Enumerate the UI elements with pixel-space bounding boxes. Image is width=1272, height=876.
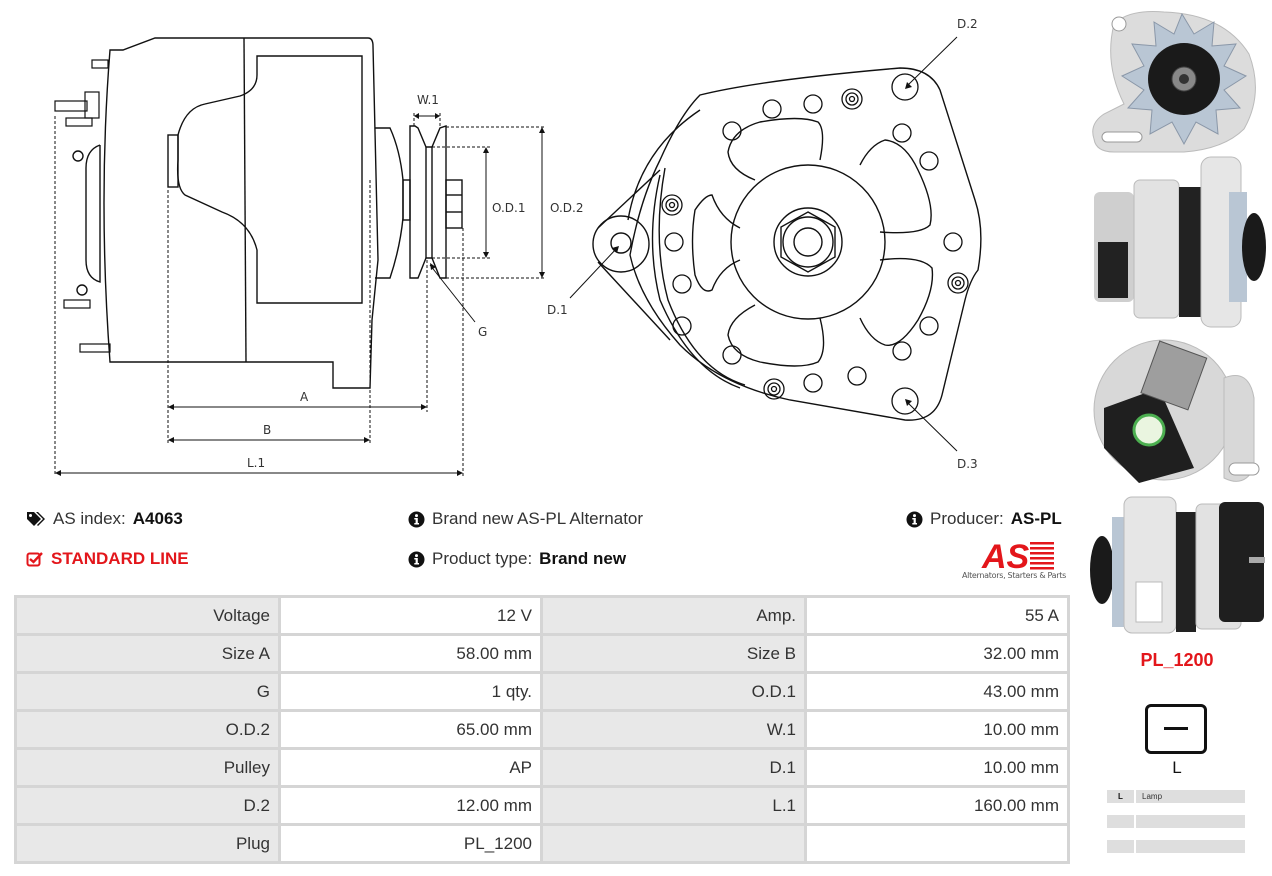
spec-key: Amp. bbox=[540, 595, 807, 636]
label-b: B bbox=[263, 423, 271, 437]
plug-diagram bbox=[1145, 704, 1207, 754]
dimension-lines bbox=[54, 113, 545, 476]
logo-stripes bbox=[1030, 542, 1054, 570]
logo-tagline: Alternators, Starters & Parts bbox=[962, 571, 1066, 580]
label-w1: W.1 bbox=[417, 93, 439, 107]
as-index-value: A4063 bbox=[132, 509, 183, 528]
spec-value: PL_1200 bbox=[278, 823, 543, 864]
description: Brand new AS-PL Alternator bbox=[408, 509, 643, 529]
as-index-label: AS index: bbox=[53, 509, 126, 528]
plug-terminal bbox=[1164, 727, 1188, 730]
product-photo-front[interactable] bbox=[1084, 4, 1270, 156]
spec-value: 55 A bbox=[804, 595, 1070, 636]
spec-value: 10.00 mm bbox=[804, 747, 1070, 788]
spec-key: D.1 bbox=[540, 747, 807, 788]
spec-key: Pulley bbox=[14, 747, 281, 788]
front-view-drawing bbox=[569, 36, 982, 452]
pin-row bbox=[1107, 840, 1245, 853]
product-type-label: Product type: bbox=[432, 549, 533, 568]
plug-pin-label: L bbox=[1172, 758, 1182, 777]
product-photo-rear[interactable] bbox=[1084, 338, 1270, 488]
spec-key: L.1 bbox=[540, 785, 807, 826]
spec-key: Plug bbox=[14, 823, 281, 864]
spec-key bbox=[540, 823, 807, 864]
label-l1: L.1 bbox=[247, 456, 265, 470]
as-index: AS index: A4063 bbox=[26, 509, 183, 529]
spec-key: Size B bbox=[540, 633, 807, 674]
info-icon bbox=[906, 511, 923, 527]
info-icon bbox=[408, 551, 425, 567]
drawing-labels: W.1 O.D.1 O.D.2 G A B L.1 D.1 D.2 D.3 bbox=[247, 17, 978, 471]
product-type-value: Brand new bbox=[539, 549, 627, 568]
spec-key: W.1 bbox=[540, 709, 807, 750]
technical-drawing: W.1 O.D.1 O.D.2 G A B L.1 D.1 D.2 D.3 bbox=[54, 17, 982, 476]
standard-line-badge: STANDARD LINE bbox=[26, 549, 189, 569]
pin-key: L bbox=[1107, 790, 1134, 803]
spec-key: G bbox=[14, 671, 281, 712]
pin-value bbox=[1136, 815, 1245, 828]
producer: Producer: AS-PL bbox=[906, 509, 1062, 529]
pin-table: L Lamp bbox=[1107, 790, 1245, 865]
spec-value bbox=[804, 823, 1070, 864]
product-photo-side-2[interactable] bbox=[1084, 492, 1270, 638]
product-type: Product type: Brand new bbox=[408, 549, 626, 569]
pin-key bbox=[1107, 840, 1134, 853]
label-od2: O.D.2 bbox=[550, 201, 583, 215]
pin-row bbox=[1107, 815, 1245, 828]
checkbox-checked-icon bbox=[26, 552, 43, 567]
tags-icon bbox=[27, 512, 45, 526]
mounting-studs bbox=[54, 59, 111, 353]
spec-value: 43.00 mm bbox=[804, 671, 1070, 712]
label-d3: D.3 bbox=[957, 457, 978, 471]
logo-text: AS bbox=[981, 538, 1030, 576]
spec-key: Size A bbox=[14, 633, 281, 674]
plug-name: PL_1200 bbox=[1140, 650, 1214, 670]
label-a: A bbox=[300, 390, 309, 404]
as-pl-logo: AS bbox=[981, 538, 1054, 576]
spec-key: O.D.1 bbox=[540, 671, 807, 712]
spec-value: 160.00 mm bbox=[804, 785, 1070, 826]
pin-key bbox=[1107, 815, 1134, 828]
spec-value: 58.00 mm bbox=[278, 633, 543, 674]
label-d2: D.2 bbox=[957, 17, 978, 31]
label-od1: O.D.1 bbox=[492, 201, 525, 215]
spec-value: 65.00 mm bbox=[278, 709, 543, 750]
producer-label: Producer: bbox=[930, 509, 1004, 528]
spec-value: 10.00 mm bbox=[804, 709, 1070, 750]
info-icon bbox=[408, 511, 425, 527]
dimension-arrows bbox=[55, 113, 545, 476]
description-text: Brand new AS-PL Alternator bbox=[432, 509, 644, 528]
spec-value: 32.00 mm bbox=[804, 633, 1070, 674]
standard-line-label: STANDARD LINE bbox=[51, 549, 189, 568]
spec-key: O.D.2 bbox=[14, 709, 281, 750]
label-g: G bbox=[478, 325, 487, 339]
product-photo-side-1[interactable] bbox=[1084, 152, 1270, 328]
producer-value: AS-PL bbox=[1010, 509, 1062, 528]
spec-value: AP bbox=[278, 747, 543, 788]
spec-value: 1 qty. bbox=[278, 671, 543, 712]
pin-value bbox=[1136, 840, 1245, 853]
spec-value: 12.00 mm bbox=[278, 785, 543, 826]
label-d1: D.1 bbox=[547, 303, 568, 317]
pin-row: L Lamp bbox=[1107, 790, 1245, 803]
spec-key: Voltage bbox=[14, 595, 281, 636]
side-view-drawing bbox=[54, 37, 545, 476]
spec-value: 12 V bbox=[278, 595, 543, 636]
pin-value: Lamp bbox=[1136, 790, 1245, 803]
spec-key: D.2 bbox=[14, 785, 281, 826]
